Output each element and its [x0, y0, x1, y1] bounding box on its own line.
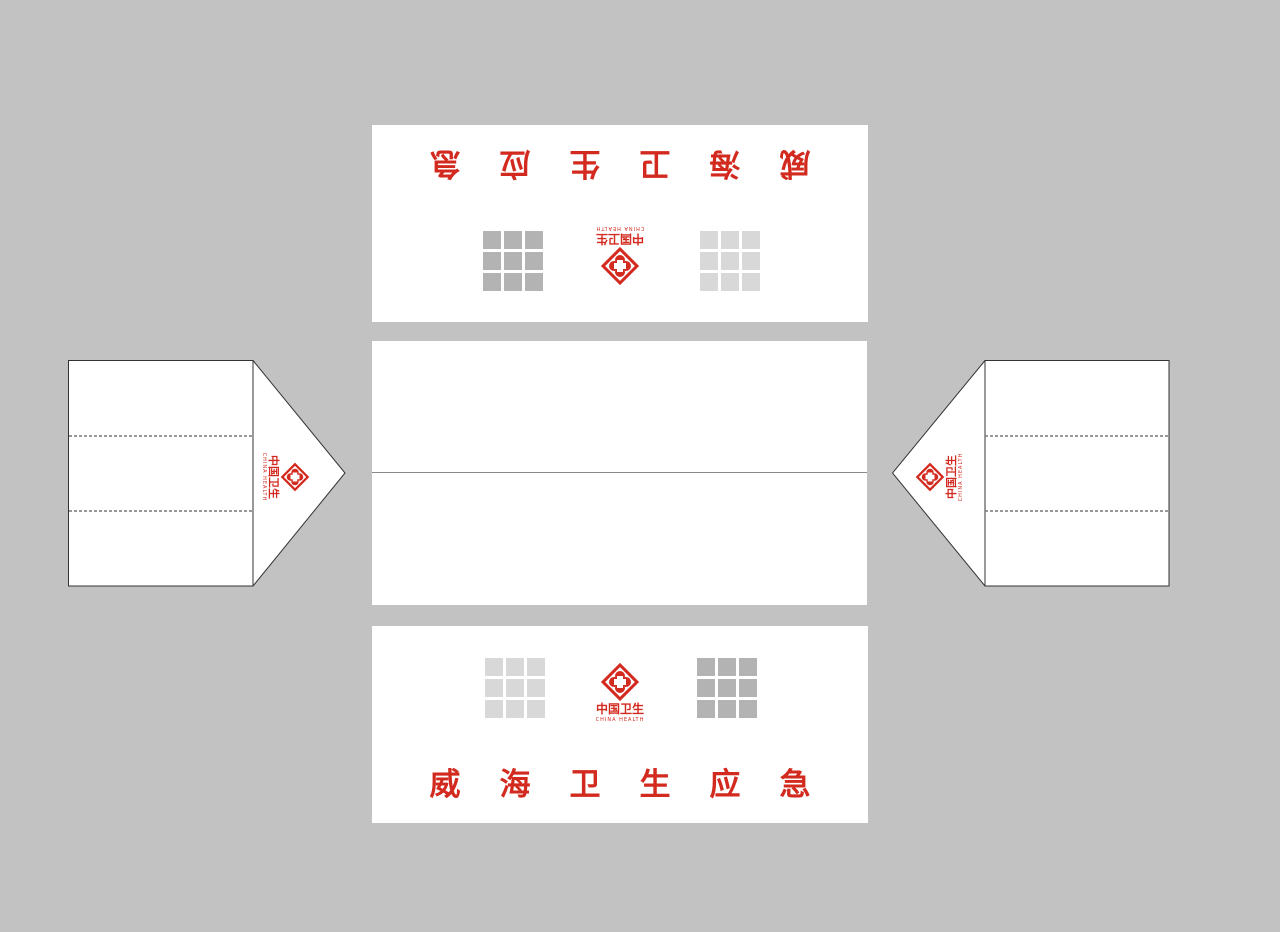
logo-name-cn: 中国卫生 — [945, 455, 958, 499]
slogan-char: 海 — [709, 145, 741, 181]
slogan-char: 卫 — [639, 145, 671, 181]
slogan-char: 海 — [499, 767, 531, 803]
logo-name-en: CHINA HEALTH — [595, 717, 645, 723]
center-fold-line — [372, 472, 867, 473]
slogan: 威 海 卫 生 应 急 — [372, 144, 868, 189]
logo-name-cn: 中国卫生 — [595, 702, 644, 716]
left-flap-logo: 中国卫生 CHINA HEALTH — [260, 442, 310, 512]
slogan-char: 威 — [779, 145, 811, 181]
logo-block: 中国卫生 CHINA HEALTH — [585, 224, 655, 286]
slogan-char: 生 — [569, 145, 601, 181]
slogan-char: 急 — [429, 145, 461, 181]
qr-code-icon — [483, 231, 543, 291]
china-health-logo-icon — [600, 662, 640, 702]
logo-name-en: CHINA HEALTH — [958, 452, 964, 502]
top-panel: 中国卫生 CHINA HEALTH 威 海 卫 生 应 急 — [372, 125, 868, 322]
logo-block: 中国卫生 CHINA HEALTH — [585, 662, 655, 724]
bottom-panel: 中国卫生 CHINA HEALTH 威 海 卫 生 应 急 — [372, 626, 868, 823]
slogan-char: 应 — [499, 145, 531, 181]
logo-name-en: CHINA HEALTH — [595, 225, 645, 231]
slogan-char: 卫 — [569, 767, 601, 803]
slogan-char: 应 — [709, 767, 741, 803]
right-side-flap — [892, 360, 1170, 587]
qr-code-icon — [700, 231, 760, 291]
qr-code-icon — [697, 658, 757, 718]
slogan: 威 海 卫 生 应 急 — [372, 759, 868, 804]
right-flap-logo: 中国卫生 CHINA HEALTH — [915, 442, 965, 512]
logo-name-cn: 中国卫生 — [596, 232, 645, 246]
slogan-char: 威 — [429, 767, 461, 803]
china-health-logo-icon — [600, 246, 640, 286]
qr-code-icon — [485, 658, 545, 718]
logo-name-cn: 中国卫生 — [267, 455, 280, 499]
china-health-logo-icon — [280, 462, 310, 492]
top-panel-flipped-content: 中国卫生 CHINA HEALTH 威 海 卫 生 应 急 — [372, 125, 868, 322]
logo-name-en: CHINA HEALTH — [261, 452, 267, 502]
china-health-logo-icon — [915, 462, 945, 492]
slogan-char: 急 — [779, 767, 811, 803]
slogan-char: 生 — [639, 767, 671, 803]
center-panel — [372, 341, 867, 605]
left-side-flap — [68, 360, 346, 587]
